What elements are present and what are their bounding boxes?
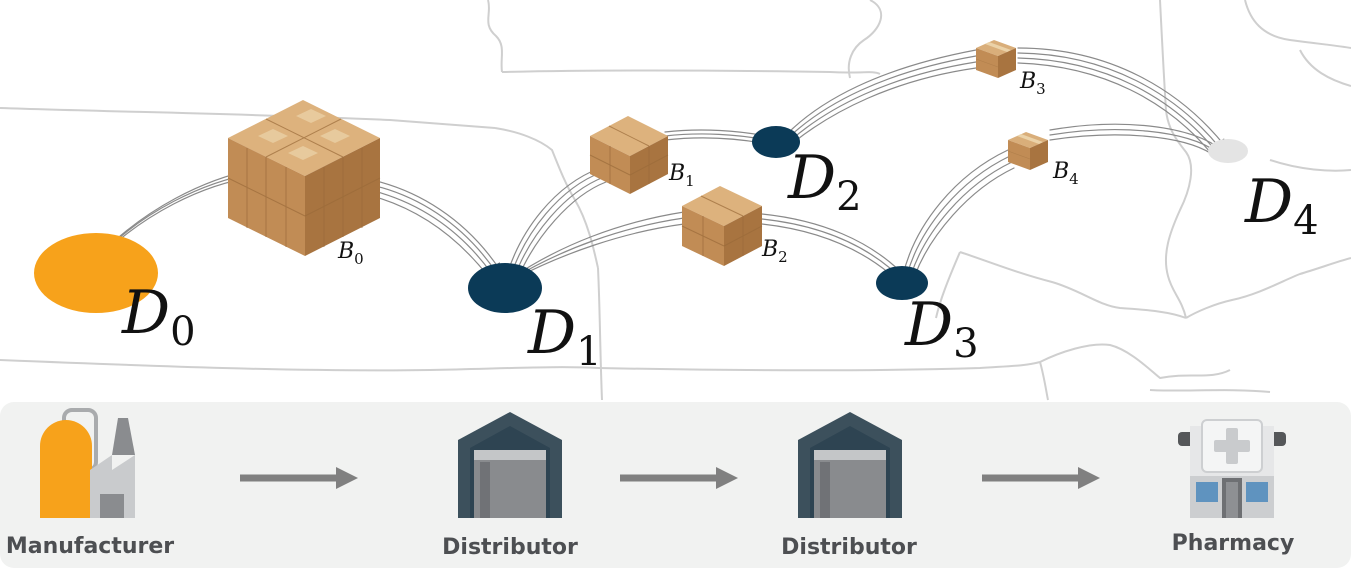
node-d0-marker xyxy=(34,233,158,313)
batch-b4-label: B4 xyxy=(1052,159,1079,188)
flow-panel: Manufacturer Distributor Distr xyxy=(0,402,1351,568)
map-borders xyxy=(0,0,1351,401)
node-d2: D2 xyxy=(752,126,862,220)
batch-b4: B4 xyxy=(1007,131,1079,188)
batch-b2: B2 xyxy=(681,186,788,266)
box-icon xyxy=(975,39,1017,79)
flow-stage-distributor-2-label: Distributor xyxy=(781,535,917,560)
node-d1-marker xyxy=(468,263,542,313)
node-d3-marker xyxy=(876,266,928,300)
flow-stage-distributor-1-label: Distributor xyxy=(442,535,578,560)
node-d4: D4 xyxy=(1208,139,1319,244)
factory-icon xyxy=(40,408,135,518)
flow-stage-manufacturer-label: Manufacturer xyxy=(6,534,174,559)
flow-arrow-3 xyxy=(982,467,1100,489)
node-d4-label: D4 xyxy=(1244,167,1319,244)
batch-b2-label: B2 xyxy=(761,237,788,266)
node-d3-label: D3 xyxy=(904,290,979,367)
batch-b3: B3 xyxy=(975,39,1046,98)
box-stack-icon xyxy=(589,116,669,194)
node-d3: D3 xyxy=(876,266,979,367)
node-d2-marker xyxy=(752,126,800,158)
flow-stage-pharmacy-label: Pharmacy xyxy=(1172,531,1295,556)
pallet-stack-icon xyxy=(227,100,381,256)
box-stack-icon xyxy=(681,186,763,266)
node-d1-label: D1 xyxy=(527,298,602,375)
pharmacy-icon xyxy=(1178,419,1286,518)
box-icon xyxy=(1007,131,1049,171)
flow-arrow-1 xyxy=(240,467,358,489)
batch-b1-label: B1 xyxy=(668,161,695,190)
node-d0-label: D0 xyxy=(121,278,196,355)
node-d4-marker xyxy=(1208,139,1248,163)
warehouse-icon xyxy=(798,412,902,518)
arrow-d1-d3 xyxy=(509,211,907,281)
arrow-d2-d4 xyxy=(784,47,1227,153)
node-d0: D0 xyxy=(34,233,196,355)
batch-b1: B1 xyxy=(589,116,695,194)
warehouse-icon xyxy=(458,412,562,518)
node-d2-label: D2 xyxy=(787,143,862,220)
flow-panel-background xyxy=(0,402,1351,568)
node-d1: D1 xyxy=(468,263,602,375)
batch-b3-label: B3 xyxy=(1019,69,1046,98)
flow-arrow-2 xyxy=(620,467,738,489)
batch-b0-label: B0 xyxy=(337,239,364,268)
arrow-d3-d4 xyxy=(902,123,1224,276)
batch-b0: B0 xyxy=(227,100,381,268)
